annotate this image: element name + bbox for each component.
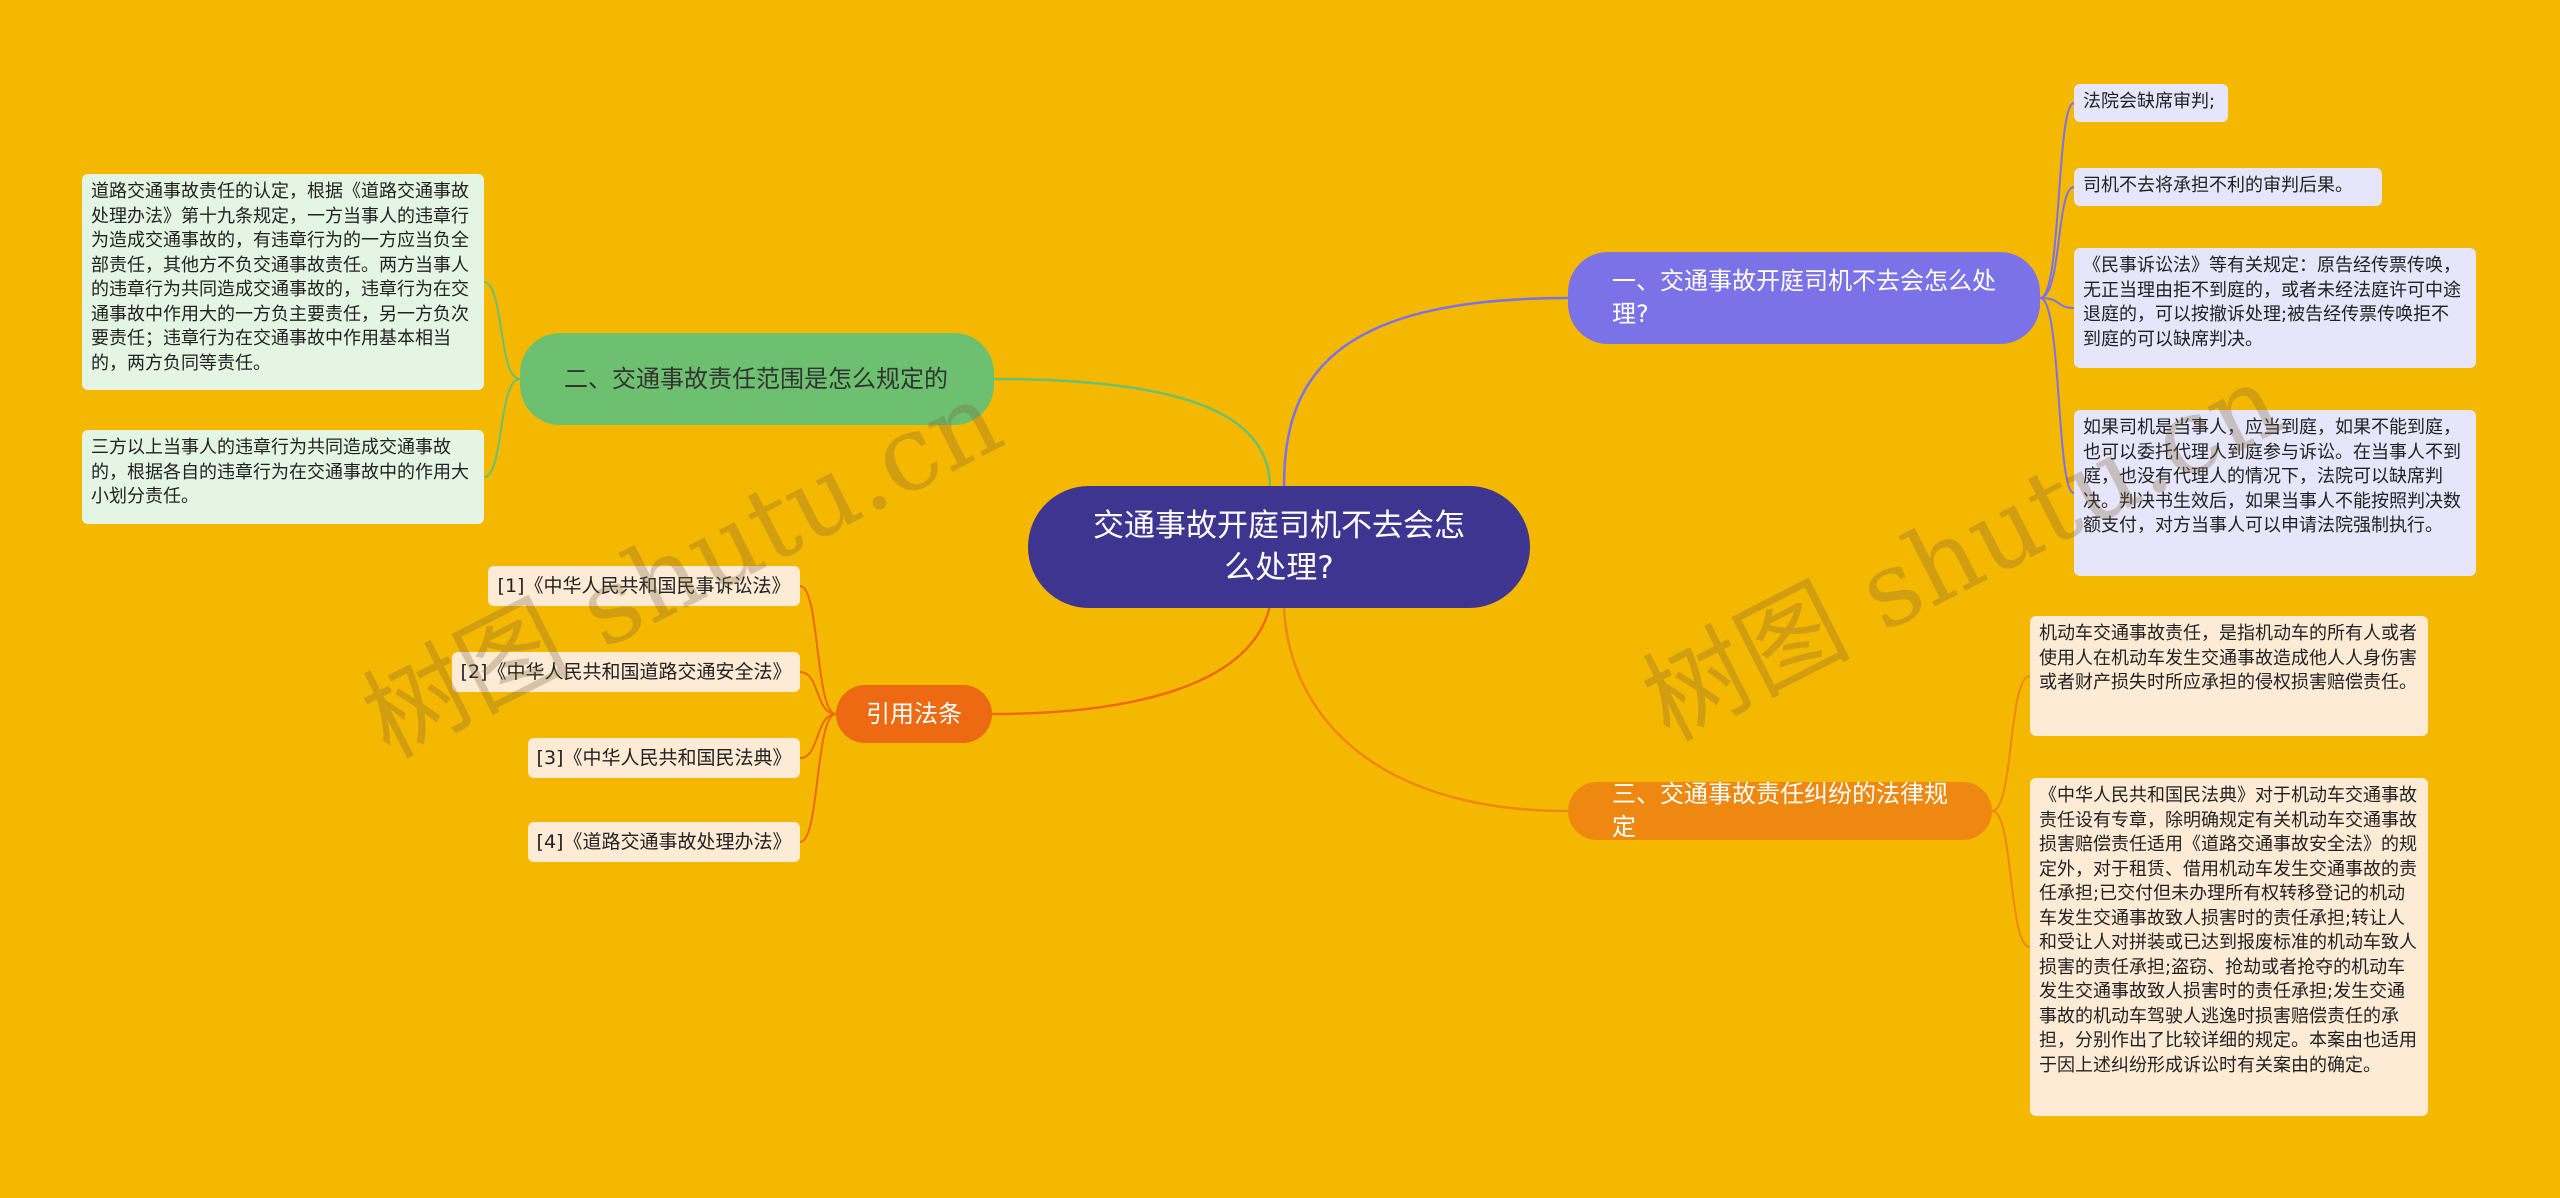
link-root-b2 — [993, 377, 1272, 489]
branch-label: 三、交通事故责任纠纷的法律规定 — [1612, 780, 1948, 841]
leaf-node[interactable]: 三方以上当事人的违章行为共同造成交通事故的，根据各自的违章行为在交通事故中的作用… — [82, 430, 484, 524]
link-root-b3 — [1282, 607, 1569, 813]
branch-node-b2[interactable]: 二、交通事故责任范围是怎么规定的 — [520, 333, 994, 425]
leaf-node[interactable]: 《中华人民共和国民法典》对于机动车交通事故责任设有专章，除明确规定有关机动车交通… — [2030, 778, 2428, 1116]
root-title: 交通事故开庭司机不去会怎么处理? — [1093, 508, 1465, 586]
reference-node[interactable]: [4]《道路交通事故处理办法》 — [528, 822, 800, 862]
branch-label: 引用法条 — [866, 699, 962, 728]
branch-label: 二、交通事故责任范围是怎么规定的 — [564, 364, 948, 393]
link-b4-leaf — [799, 671, 837, 715]
link-b1-leaf — [2039, 297, 2075, 309]
reference-node[interactable]: [3]《中华人民共和国民法典》 — [528, 738, 800, 778]
branch-node-b4[interactable]: 引用法条 — [836, 685, 992, 743]
leaf-node[interactable]: 《民事诉讼法》等有关规定：原告经传票传唤，无正当理由拒不到庭的，或者未经法庭许可… — [2074, 248, 2476, 368]
link-root-b4 — [991, 605, 1272, 716]
leaf-node[interactable]: 道路交通事故责任的认定，根据《道路交通事故处理办法》第十九条规定，一方当事人的违… — [82, 174, 484, 390]
link-b4-leaf — [799, 713, 837, 843]
link-b4-leaf — [799, 713, 837, 759]
link-b1-leaf — [2039, 186, 2075, 299]
link-b2-leaf — [483, 378, 521, 478]
link-b1-leaf — [2039, 102, 2075, 299]
link-b2-leaf — [483, 281, 521, 380]
leaf-node[interactable]: 司机不去将承担不利的审判后果。 — [2074, 168, 2382, 206]
link-b3-leaf — [1991, 675, 2031, 812]
leaf-node[interactable]: 如果司机是当事人，应当到庭，如果不能到庭，也可以委托代理人到庭参与诉讼。在当事人… — [2074, 410, 2476, 576]
link-b1-leaf — [2039, 297, 2075, 494]
branch-node-b1[interactable]: 一、交通事故开庭司机不去会怎么处理? — [1568, 252, 2040, 344]
link-b3-leaf — [1991, 810, 2031, 948]
branch-label: 一、交通事故开庭司机不去会怎么处理? — [1612, 267, 1996, 328]
branch-node-b3[interactable]: 三、交通事故责任纠纷的法律规定 — [1568, 780, 1992, 841]
link-root-b1 — [1282, 296, 1569, 487]
link-b4-leaf — [799, 585, 837, 715]
reference-node[interactable]: [2]《中华人民共和国道路交通安全法》 — [452, 652, 800, 692]
reference-node[interactable]: [1]《中华人民共和国民事诉讼法》 — [488, 566, 800, 606]
leaf-node[interactable]: 法院会缺席审判; — [2074, 84, 2228, 122]
leaf-node[interactable]: 机动车交通事故责任，是指机动车的所有人或者使用人在机动车发生交通事故造成他人人身… — [2030, 616, 2428, 736]
root-node[interactable]: 交通事故开庭司机不去会怎么处理? — [1028, 486, 1530, 608]
